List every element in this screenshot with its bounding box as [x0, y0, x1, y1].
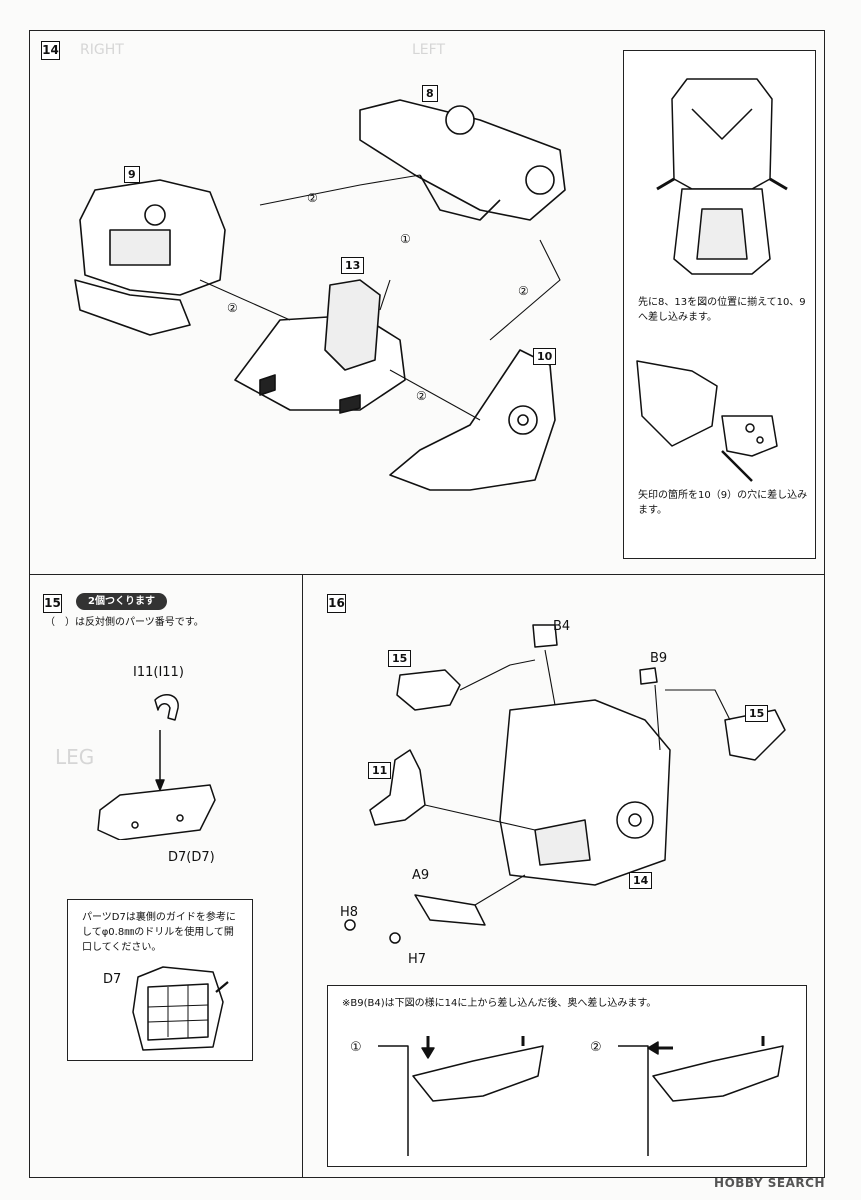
- svg-text:②: ②: [227, 301, 238, 315]
- part-label-15-right: 15: [745, 705, 769, 722]
- step-15-illustration: [97, 693, 216, 840]
- inset-note-a: 先に8、13を図の位置に揃えて10、9へ差し込みます。: [638, 297, 806, 323]
- step-15-number: 15: [43, 594, 62, 613]
- svg-text:②: ②: [518, 284, 529, 298]
- inset-note-b: 矢印の箇所を10（9）の穴に差し込みます。: [638, 490, 808, 516]
- insertion-note: ※B9(B4)は下図の様に14に上から差し込んだ後、奥へ差し込みます。: [342, 998, 657, 1009]
- step-16-illustration: [344, 624, 786, 944]
- part-label-9: 9: [124, 166, 140, 183]
- drill-note: パーツD7は裏側のガイドを参考にしてφ0.8㎜のドリルを使用して開口してください…: [82, 912, 236, 953]
- part-label-d7: D7(D7): [168, 850, 215, 865]
- part-label-a9: A9: [412, 868, 430, 883]
- part-label-i11: I11(I11): [133, 665, 184, 680]
- step-14-number: 14: [41, 41, 60, 60]
- sub-step-2-drawing: [618, 1036, 784, 1156]
- ghost-text: RIGHT: [80, 42, 124, 58]
- sub-step-1-drawing: [378, 1036, 544, 1156]
- part-label-8: 8: [422, 85, 438, 102]
- step-14-illustration: ② ① ② ② ②: [74, 99, 566, 491]
- step-15-note: （ ）は反対側のパーツ番号です。: [45, 617, 204, 628]
- svg-text:②: ②: [307, 191, 318, 205]
- svg-text:①: ①: [400, 232, 411, 246]
- watermark: HOBBY SEARCH: [714, 1176, 825, 1190]
- part-label-14: 14: [629, 872, 653, 889]
- part-label-h7: H7: [408, 952, 427, 967]
- drill-part-label: D7: [103, 972, 122, 987]
- manual-frame: [29, 30, 825, 1178]
- part-label-13: 13: [341, 257, 365, 274]
- drill-part-drawing: [132, 966, 229, 1051]
- section-divider-vertical: [302, 574, 303, 1178]
- part-label-b4: B4: [553, 619, 571, 634]
- part-label-10: 10: [533, 348, 557, 365]
- sub-step-1-label: ①: [350, 1040, 362, 1055]
- ghost-text: LEFT: [412, 42, 446, 58]
- part-label-15-left: 15: [388, 650, 412, 667]
- drill-subbox: パーツD7は裏側のガイドを参考にしてφ0.8㎜のドリルを使用して開口してください…: [67, 899, 253, 1061]
- section-divider-horizontal: [29, 574, 825, 575]
- step-16-number: 16: [327, 594, 346, 613]
- step-15-badge: 2個つくります: [76, 593, 167, 610]
- inset-detail-drawing: [636, 360, 778, 482]
- inset-assembly-drawing: [656, 78, 788, 275]
- ghost-text: LEG: [55, 745, 95, 769]
- part-label-b9: B9: [650, 651, 668, 666]
- sub-step-2-label: ②: [590, 1040, 602, 1055]
- svg-text:②: ②: [416, 389, 427, 403]
- step-14-inset-panel: 先に8、13を図の位置に揃えて10、9へ差し込みます。 矢印の箇所を10（9）の…: [623, 50, 816, 559]
- insertion-subbox: ※B9(B4)は下図の様に14に上から差し込んだ後、奥へ差し込みます。 ① ②: [327, 985, 807, 1167]
- part-label-11: 11: [368, 762, 392, 779]
- part-label-h8: H8: [340, 905, 359, 920]
